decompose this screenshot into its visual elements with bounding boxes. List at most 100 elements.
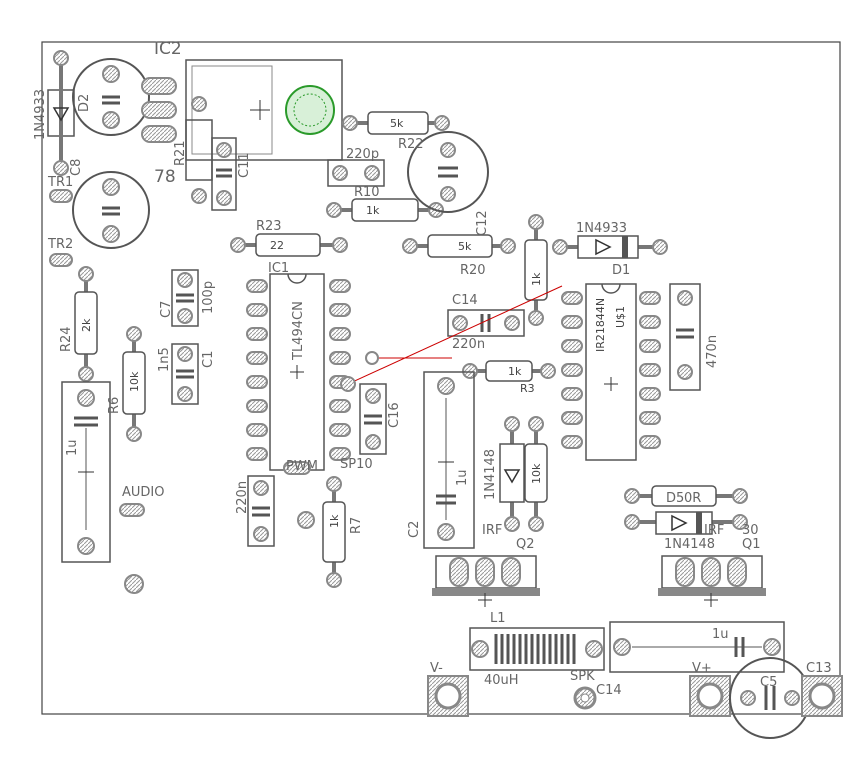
r1-resistor[interactable] [524, 214, 548, 326]
v-minus-terminal[interactable] [427, 675, 469, 717]
d2-diode[interactable] [47, 50, 75, 176]
ic-pin-pad[interactable] [639, 411, 661, 425]
c4-capacitor[interactable] [61, 381, 111, 563]
q2-mosfet[interactable] [432, 555, 540, 607]
d3-diode[interactable] [499, 416, 525, 532]
ic-pin-pad[interactable] [639, 291, 661, 305]
ic-pin-pad[interactable] [639, 363, 661, 377]
tr1-pad[interactable] [49, 189, 73, 203]
label-c8: C8 [69, 159, 84, 176]
ic-pin-pad[interactable] [246, 351, 268, 365]
c-470n-capacitor[interactable] [669, 283, 701, 391]
r23-resistor[interactable] [230, 233, 348, 257]
ic-pin-pad[interactable] [561, 339, 583, 353]
label-d5: D5 [666, 491, 684, 506]
d1-diode[interactable] [552, 235, 668, 259]
c2-capacitor[interactable] [423, 371, 475, 549]
label-ic1-part: TL494CN [291, 301, 306, 361]
r21-resistor[interactable] [185, 96, 213, 204]
r10-resistor[interactable] [326, 198, 444, 222]
audio-pad[interactable] [119, 503, 145, 517]
label-470n: 470n [705, 335, 720, 368]
c13-terminal[interactable] [801, 675, 843, 717]
v-plus-terminal[interactable] [689, 675, 731, 717]
ic-pin-pad[interactable] [639, 339, 661, 353]
c7-capacitor[interactable] [171, 269, 199, 327]
c1-capacitor[interactable] [171, 343, 199, 405]
ic-pin-pad[interactable] [246, 327, 268, 341]
label-c14b: C14 [596, 683, 622, 698]
ic-pin-pad[interactable] [246, 375, 268, 389]
c10-capacitor[interactable] [327, 159, 385, 187]
label-r3: R3 [520, 382, 535, 395]
label-d4: 1N4148 [664, 537, 715, 552]
label-v-minus: V- [430, 661, 443, 676]
c8-capacitor[interactable] [72, 58, 150, 136]
ic2-regulator[interactable] [141, 59, 343, 161]
c-tr1-capacitor[interactable] [72, 171, 150, 249]
heatsink-hole-icon [285, 85, 335, 135]
ic-pin-pad[interactable] [639, 387, 661, 401]
ic-pin-pad[interactable] [561, 435, 583, 449]
ic-pin-pad[interactable] [329, 399, 351, 413]
u1-ir21844[interactable] [561, 283, 661, 461]
ic-pin-pad[interactable] [246, 423, 268, 437]
r6-resistor[interactable] [122, 326, 146, 442]
ic-pin-pad[interactable] [639, 435, 661, 449]
label-r22: R22 [398, 137, 424, 152]
ic-pin-pad[interactable] [639, 315, 661, 329]
c5-capacitor[interactable] [729, 657, 811, 739]
c12-capacitor[interactable] [407, 131, 489, 213]
ic-pin-pad[interactable] [246, 279, 268, 293]
r7-resistor[interactable] [322, 476, 346, 588]
c11-capacitor[interactable] [211, 137, 237, 211]
label-d2-part: 1N4933 [33, 89, 48, 140]
ic-pin-pad[interactable] [561, 315, 583, 329]
spk-terminal[interactable] [573, 686, 597, 710]
ic-pin-pad[interactable] [329, 303, 351, 317]
label-r23-val: 22 [270, 239, 284, 252]
label-reg: 78 [154, 167, 176, 187]
ic-pin-pad[interactable] [246, 303, 268, 317]
ic-pin-pad[interactable] [561, 291, 583, 305]
ic-pin-pad[interactable] [246, 447, 268, 461]
label-v-plus: V+ [692, 661, 712, 676]
c3-capacitor[interactable] [609, 621, 785, 673]
r20-resistor[interactable] [402, 234, 516, 258]
c-220n-capacitor[interactable] [247, 475, 275, 547]
label-c4-val: 1u [65, 439, 80, 456]
ic-pin-pad[interactable] [329, 447, 351, 461]
label-c14: C14 [452, 293, 478, 308]
air-wire [347, 285, 563, 385]
mounting-pad[interactable] [124, 574, 144, 594]
r22-resistor[interactable] [342, 111, 450, 135]
d5-resistor[interactable] [624, 485, 748, 507]
q1-mosfet[interactable] [658, 555, 766, 607]
c16-capacitor[interactable] [359, 383, 387, 455]
c14-capacitor[interactable] [447, 309, 525, 337]
label-c7-val: 100p [201, 281, 216, 314]
ic-pin-pad[interactable] [246, 399, 268, 413]
label-l1: L1 [490, 611, 506, 626]
via-pad[interactable] [340, 376, 356, 392]
label-r4-val: 10k [530, 463, 543, 484]
ic-pin-pad[interactable] [561, 411, 583, 425]
pwm-pad[interactable] [283, 461, 311, 475]
label-c3-val: 1u [712, 627, 729, 642]
ic-pin-pad[interactable] [329, 423, 351, 437]
d4-diode[interactable] [624, 511, 748, 535]
r24-resistor[interactable] [74, 266, 98, 382]
ic-pin-pad[interactable] [329, 351, 351, 365]
label-spk: SPK [570, 669, 595, 684]
label-r20-val: 5k [458, 240, 472, 253]
label-r1-val: 1k [530, 272, 543, 286]
ic-pin-pad[interactable] [561, 387, 583, 401]
tr2-pad[interactable] [49, 253, 73, 267]
r4-resistor[interactable] [524, 416, 548, 532]
ic-pin-pad[interactable] [561, 363, 583, 377]
mounting-pad[interactable] [297, 511, 315, 529]
ic-pin-pad[interactable] [329, 327, 351, 341]
l1-inductor[interactable] [469, 627, 605, 671]
ic-pin-pad[interactable] [329, 279, 351, 293]
